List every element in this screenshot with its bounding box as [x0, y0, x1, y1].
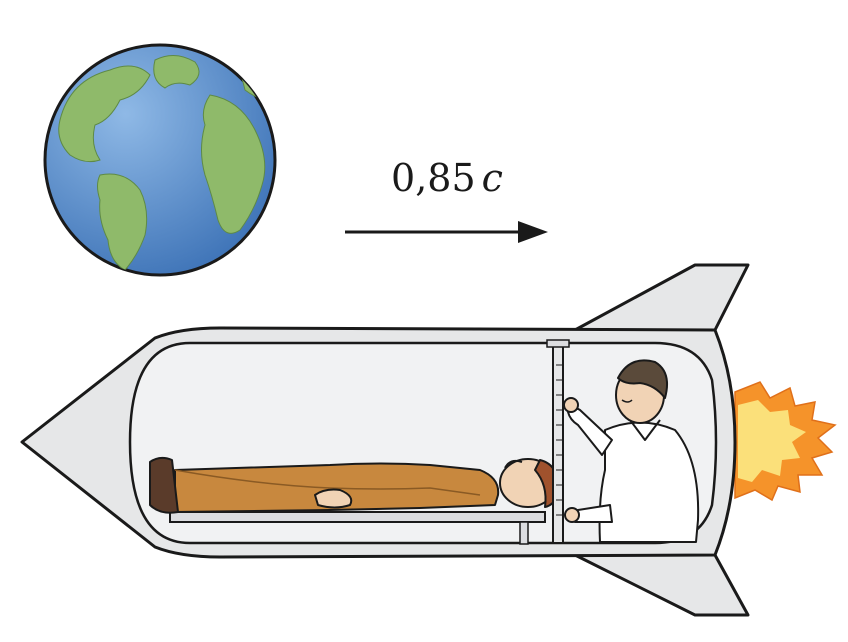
examination-table	[169, 511, 546, 545]
measuring-rod	[546, 339, 570, 544]
lying-passenger	[149, 456, 560, 514]
earth-icon	[43, 43, 277, 277]
velocity-unit: c	[481, 156, 503, 200]
arrow-right-icon	[345, 221, 548, 243]
doctor-figure	[563, 359, 700, 543]
flame-icon	[734, 381, 837, 502]
velocity-value: 0,85	[391, 156, 476, 200]
